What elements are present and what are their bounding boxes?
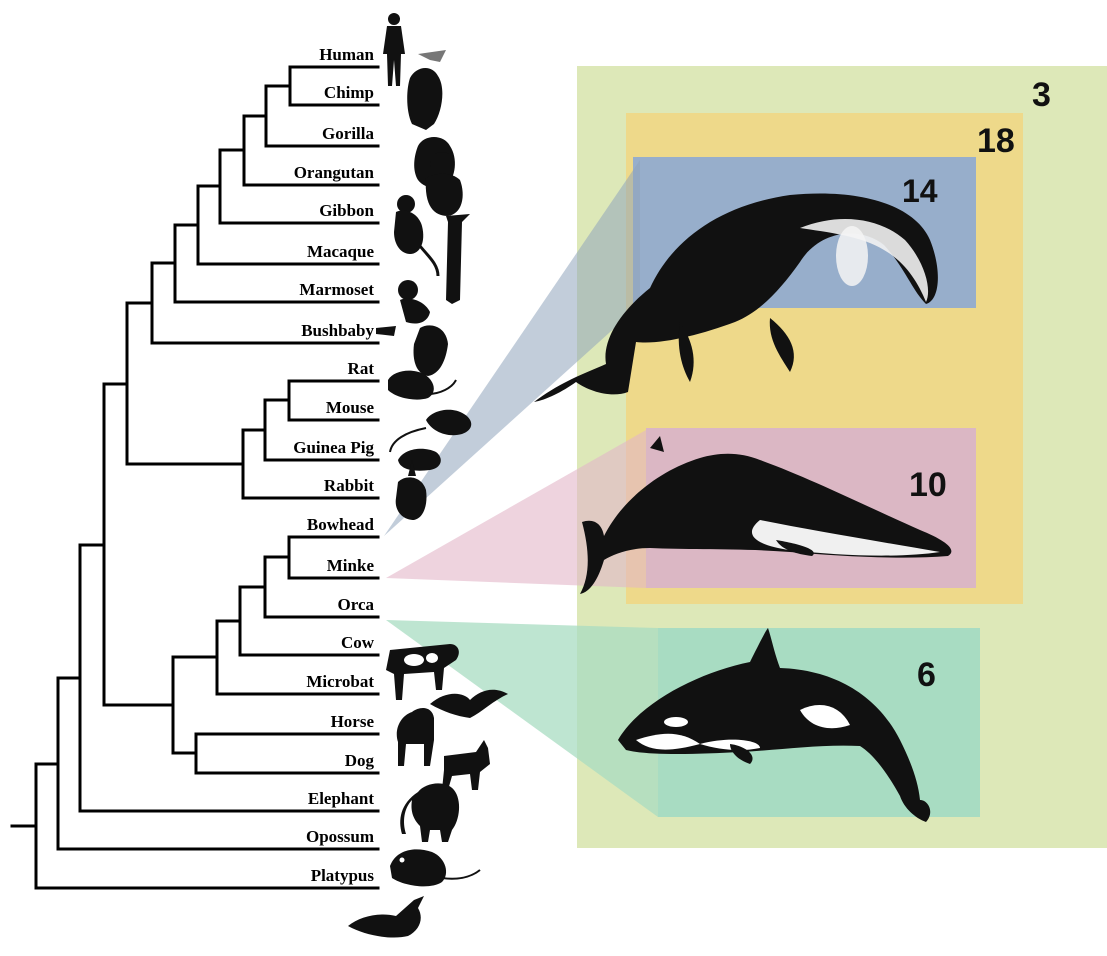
- taxon-label: Orca: [337, 595, 374, 614]
- microbat-icon: [430, 690, 508, 718]
- taxon-label: Marmoset: [299, 280, 374, 299]
- horse-icon: [397, 708, 434, 766]
- panel-label-14: 14: [902, 173, 938, 209]
- taxon-label: Bowhead: [307, 515, 375, 534]
- taxon-label: Microbat: [306, 672, 374, 691]
- cow-icon: [386, 644, 459, 700]
- guinea-pig-icon: [398, 449, 441, 471]
- panel-label-10: 10: [909, 466, 947, 504]
- gibbon-icon: [446, 214, 470, 304]
- taxon-label: Rat: [348, 359, 375, 378]
- taxon-label: Gibbon: [319, 201, 374, 220]
- bushbaby-icon: [376, 325, 448, 376]
- taxon-label: Orangutan: [294, 163, 375, 182]
- taxon-label: Guinea Pig: [293, 438, 374, 457]
- taxon-labels: Human Chimp Gorilla Orangutan Gibbon Mac…: [293, 45, 374, 885]
- taxon-label: Chimp: [324, 83, 374, 102]
- taxon-label: Platypus: [311, 866, 375, 885]
- taxon-label: Mouse: [326, 398, 375, 417]
- opossum-icon: [390, 849, 480, 886]
- taxon-label: Minke: [327, 556, 375, 575]
- taxon-label: Bushbaby: [301, 321, 374, 340]
- human-icon: [383, 13, 405, 86]
- panel-label-18: 18: [977, 122, 1015, 160]
- taxon-label: Horse: [331, 712, 375, 731]
- rat-icon: [388, 371, 456, 400]
- elephant-icon: [400, 783, 459, 842]
- taxon-label: Cow: [341, 633, 375, 652]
- taxon-label: Elephant: [308, 789, 374, 808]
- taxon-label: Gorilla: [322, 124, 374, 143]
- orangutan-icon: [426, 152, 463, 216]
- panel-label-6: 6: [917, 656, 936, 694]
- panel-label-3: 3: [1032, 76, 1051, 114]
- chimp-icon: [407, 50, 446, 130]
- taxon-label: Rabbit: [324, 476, 374, 495]
- marmoset-icon: [398, 280, 430, 324]
- platypus-icon: [348, 896, 424, 938]
- taxon-label: Human: [319, 45, 374, 64]
- taxon-label: Opossum: [306, 827, 374, 846]
- taxon-label: Dog: [345, 751, 375, 770]
- taxon-label: Macaque: [307, 242, 375, 261]
- dog-icon: [442, 740, 490, 790]
